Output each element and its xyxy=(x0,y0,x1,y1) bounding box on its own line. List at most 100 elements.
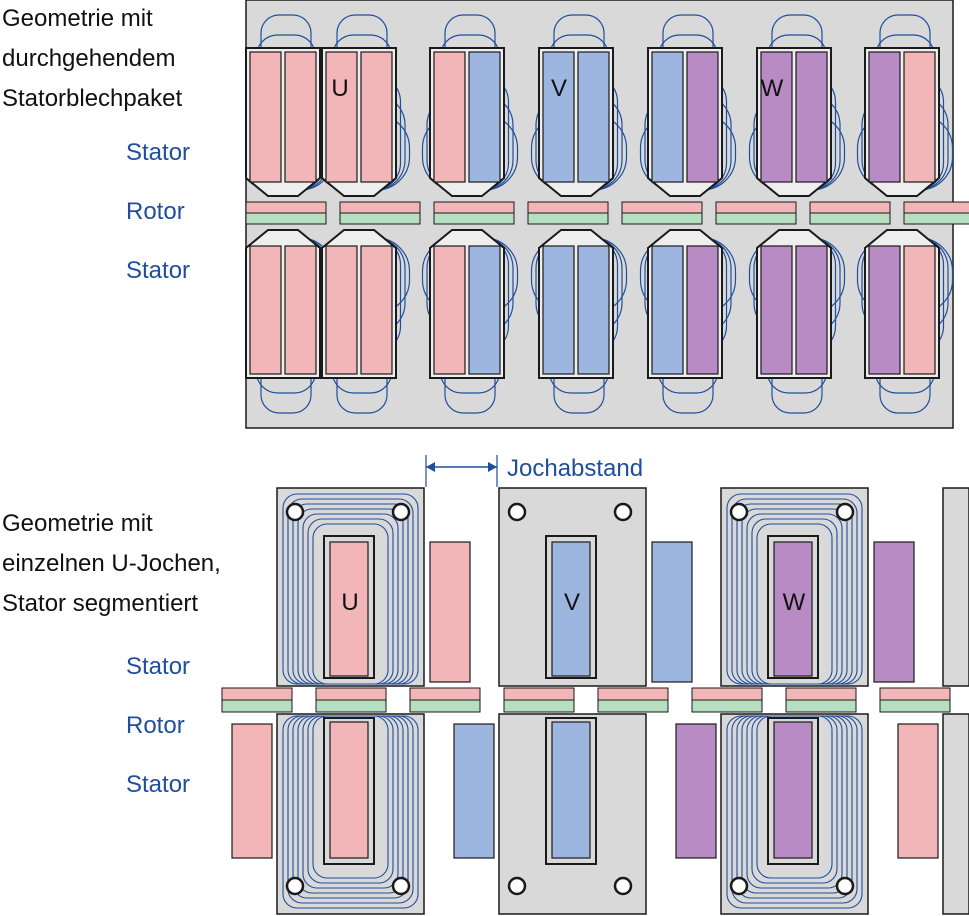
bottom-stator-lower-label: Stator xyxy=(126,771,191,798)
bottom-caption-line-2: einzelnen U-Jochen, xyxy=(2,550,221,577)
rotor-magnet-red xyxy=(597,687,669,701)
coil-upper xyxy=(773,541,813,677)
coil-side-lower xyxy=(868,245,901,375)
coil-side-upper xyxy=(795,51,828,183)
phase-label-w: W xyxy=(761,75,784,102)
rotor-magnet-green xyxy=(879,699,951,713)
coil-side-lower xyxy=(433,245,466,375)
phase-label-w: W xyxy=(783,589,806,616)
bolt-hole xyxy=(507,502,527,522)
rotor-magnet-red xyxy=(503,687,575,701)
bottom-rotor-label: Rotor xyxy=(126,712,185,739)
coil-side-upper xyxy=(686,51,719,183)
yoke-partial-upper xyxy=(942,487,969,687)
rotor-magnet-red xyxy=(809,201,891,214)
coil-loose xyxy=(453,723,495,859)
coil-loose xyxy=(429,541,471,683)
top-stator-upper-label: Stator xyxy=(126,139,191,166)
rotor-magnet-green xyxy=(597,699,669,713)
rotor-magnet-green xyxy=(903,212,969,225)
u-yoke-w: W xyxy=(720,487,869,915)
bolt-hole xyxy=(613,876,633,896)
coil-side-upper xyxy=(903,51,936,183)
bolt-hole xyxy=(285,502,305,522)
coil-side-lower xyxy=(542,245,575,375)
yoke-partial-lower xyxy=(942,713,969,915)
yoke-slot-upper xyxy=(545,535,597,679)
top-caption-line-1: Geometrie mit xyxy=(2,5,153,32)
field-line xyxy=(312,715,389,879)
bottom-caption-line-3: Stator segmentiert xyxy=(2,590,199,617)
rotor-magnet-red xyxy=(879,687,951,701)
rotor-magnet-red xyxy=(691,687,763,701)
field-line xyxy=(756,523,833,685)
coil-upper xyxy=(551,541,591,677)
coil-loose xyxy=(873,541,915,683)
rotor-magnet-red xyxy=(527,201,609,214)
phase-label-u: U xyxy=(331,75,348,102)
jochabstand-label: Jochabstand xyxy=(507,455,644,482)
coil-upper xyxy=(329,541,369,677)
top-rotor-label: Rotor xyxy=(126,198,185,225)
bolt-hole xyxy=(391,502,411,522)
yoke-slot-lower xyxy=(323,717,375,865)
bolt-hole xyxy=(391,876,411,896)
rotor-magnet-red xyxy=(409,687,481,701)
rotor-magnet-green xyxy=(621,212,703,225)
rotor-magnet-red xyxy=(785,687,857,701)
coil-side-upper xyxy=(433,51,466,183)
coil-side-upper xyxy=(760,51,793,183)
coil-loose xyxy=(675,723,717,859)
coil-side-lower xyxy=(360,245,393,375)
rotor-magnet-red xyxy=(315,687,387,701)
coil-side-upper xyxy=(542,51,575,183)
coil-side-lower xyxy=(325,245,358,375)
rotor-magnet-green xyxy=(785,699,857,713)
yoke-slot-upper xyxy=(767,535,819,679)
rotor-magnet-red xyxy=(221,687,293,701)
rotor-magnet-green xyxy=(527,212,609,225)
coil-side-lower xyxy=(903,245,936,375)
bolt-hole xyxy=(835,502,855,522)
bolt-hole xyxy=(729,876,749,896)
rotor-magnet-green xyxy=(221,699,293,713)
yoke-slot-lower xyxy=(545,717,597,865)
rotor-magnet-green xyxy=(715,212,797,225)
rotor-magnet-green xyxy=(691,699,763,713)
coil-side-upper xyxy=(868,51,901,183)
bottom-stator-upper-label: Stator xyxy=(126,653,191,680)
yoke-slot-upper xyxy=(323,535,375,679)
coil-side-upper xyxy=(284,51,317,183)
rotor-magnet-red xyxy=(903,201,969,214)
top-stator-lower-label: Stator xyxy=(126,257,191,284)
u-yoke-v: V xyxy=(498,487,647,915)
top-caption-line-2: durchgehendem xyxy=(2,45,176,72)
coil-lower xyxy=(773,721,813,859)
bottom-geometry: U V W xyxy=(221,455,969,915)
rotor-magnet-green xyxy=(433,212,515,225)
coil-side-lower xyxy=(651,245,684,375)
dimension-arrowhead-right xyxy=(488,462,497,472)
bolt-hole xyxy=(507,876,527,896)
field-line xyxy=(756,715,833,879)
coil-side-lower xyxy=(795,245,828,375)
coil-lower xyxy=(329,721,369,859)
rotor-magnet-red xyxy=(433,201,515,214)
bolt-hole xyxy=(285,876,305,896)
phase-label-u: U xyxy=(341,589,358,616)
bottom-caption-line-1: Geometrie mit xyxy=(2,510,153,537)
coil-side-lower xyxy=(686,245,719,375)
rotor-magnet-green xyxy=(503,699,575,713)
coil-loose xyxy=(897,723,939,859)
rotor-magnet-red xyxy=(245,201,327,214)
coil-side-lower xyxy=(760,245,793,375)
yoke-slot-lower xyxy=(767,717,819,865)
dimension-arrowhead-left xyxy=(426,462,435,472)
coil-side-lower xyxy=(284,245,317,375)
coil-side-lower xyxy=(468,245,501,375)
phase-label-v: V xyxy=(564,589,580,616)
coil-side-upper xyxy=(577,51,610,183)
coil-side-lower xyxy=(577,245,610,375)
bolt-hole xyxy=(729,502,749,522)
